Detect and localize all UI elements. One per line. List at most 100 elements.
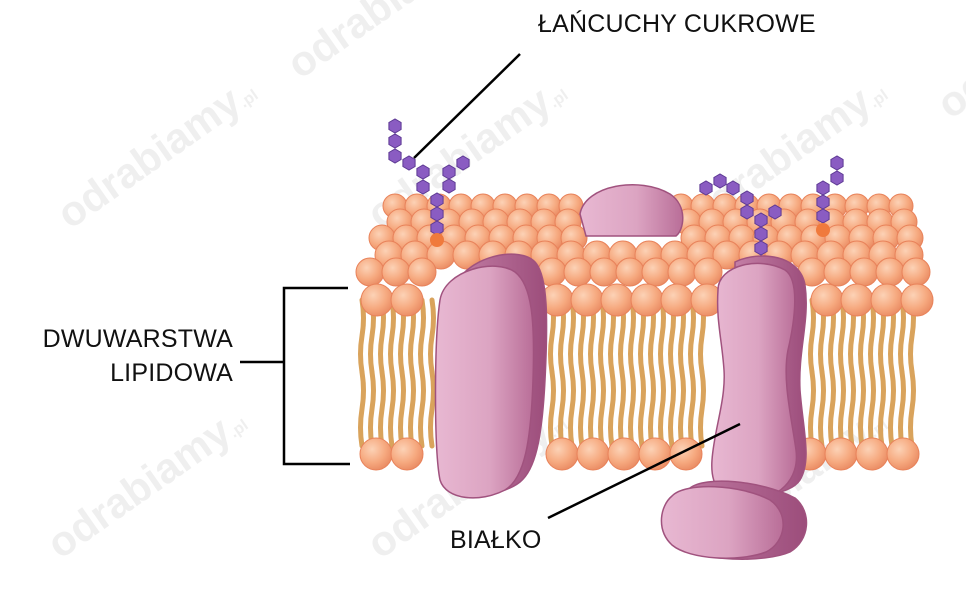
watermark-text: odrabiamy.pl <box>48 66 264 237</box>
sugar-unit <box>816 194 830 210</box>
sugar-unit <box>442 178 456 194</box>
lipid-tail <box>418 369 426 449</box>
sugar-unit <box>754 212 768 228</box>
lipid-tail <box>408 369 416 449</box>
sugar-unit <box>830 155 844 171</box>
lipid-head <box>667 257 697 287</box>
sugar-unit <box>442 164 456 180</box>
lipid-head <box>359 437 393 471</box>
peripheral-protein <box>579 183 684 237</box>
lipid-tail <box>588 369 596 449</box>
lipid-tail <box>678 369 686 449</box>
lipid-tail <box>428 369 436 449</box>
lipid-head <box>823 257 853 287</box>
protein-leader-line <box>547 422 741 520</box>
sugar-unit <box>416 164 430 180</box>
sugar-chains-label: ŁAŃCUCHY CUKROWE <box>538 10 816 38</box>
lipid-tail <box>418 297 426 375</box>
lipid-head <box>840 283 874 317</box>
sugar-chains <box>388 118 844 256</box>
lipid-tail <box>598 297 606 375</box>
lipid-tail <box>838 369 846 449</box>
lipid-head <box>849 257 879 287</box>
sugar-unit <box>816 180 830 196</box>
lipid-tail <box>548 369 556 449</box>
lipid-tail <box>898 369 906 449</box>
lipid-tail <box>368 369 376 449</box>
lipid-head <box>870 283 904 317</box>
lipid-head <box>390 437 424 471</box>
sugar-unit <box>830 170 844 186</box>
lipid-head <box>615 257 645 287</box>
lipid-heads-bottom <box>359 437 920 471</box>
sugar-unit <box>713 173 727 189</box>
lipid-head <box>900 283 934 317</box>
watermark-suffix: .pl <box>227 417 252 442</box>
lipid-head <box>669 437 703 471</box>
lipid-tail <box>658 369 666 449</box>
watermark-text: odrabiamy.pl <box>38 396 254 567</box>
bilayer-bracket <box>282 286 350 466</box>
lipid-tail <box>358 369 366 449</box>
sugar-unit <box>699 180 713 196</box>
lipid-tail <box>878 369 886 449</box>
lipid-tail <box>568 369 576 449</box>
sugar-unit <box>768 204 782 220</box>
lipid-tail <box>698 369 706 449</box>
watermark-text: odrabiamy.pl <box>278 0 494 87</box>
watermark-text: odrabiamy.pl <box>928 0 966 127</box>
lipid-head <box>407 257 437 287</box>
lipid-tail <box>868 369 876 449</box>
watermark-suffix: .pl <box>867 87 892 112</box>
lipid-head <box>630 283 664 317</box>
lipid-head <box>360 283 394 317</box>
sugar-unit <box>388 133 402 149</box>
lipid-tail <box>688 297 696 375</box>
lipid-tail <box>688 369 696 449</box>
lipid-bilayer-label-line2: LIPIDOWA <box>110 359 233 387</box>
lipid-tail <box>428 297 436 375</box>
lipid-tail <box>568 297 576 375</box>
lipid-tail <box>378 369 386 449</box>
lipid-tail <box>808 297 816 375</box>
sugar-unit <box>754 240 768 256</box>
glycolipid-anchor <box>816 223 830 237</box>
lipid-head <box>607 437 641 471</box>
sugar-leader-line <box>413 53 521 159</box>
lipid-tail <box>618 369 626 449</box>
lipid-tail <box>388 297 396 375</box>
watermark-suffix: .pl <box>547 87 572 112</box>
sugar-unit <box>388 118 402 134</box>
sugar-unit <box>388 148 402 164</box>
lipid-tail <box>838 297 846 375</box>
lipid-tail <box>358 297 366 375</box>
lipid-tail <box>578 369 586 449</box>
lipid-head <box>886 437 920 471</box>
lipid-tail <box>398 369 406 449</box>
lipid-bilayer-label-line1: DWUWARSTWA <box>42 325 233 353</box>
watermark-suffix: .pl <box>237 87 262 112</box>
lipid-tail <box>628 297 636 375</box>
lipid-head <box>875 257 905 287</box>
lipid-head <box>600 283 634 317</box>
leader-lines <box>240 53 741 520</box>
lipid-head <box>355 257 385 287</box>
lipid-head <box>693 257 723 287</box>
lipid-tail <box>848 369 856 449</box>
lipid-head <box>641 257 671 287</box>
lipid-tail <box>808 369 816 449</box>
transmembrane-protein-right <box>660 255 808 560</box>
sugar-unit <box>430 220 444 236</box>
sugar-unit <box>402 155 416 171</box>
lipid-tail <box>638 369 646 449</box>
sugar-unit <box>740 190 754 206</box>
lipid-tail <box>898 297 906 375</box>
sugar-unit <box>430 192 444 208</box>
lipid-tail <box>868 297 876 375</box>
lipid-tail <box>608 369 616 449</box>
sugar-unit <box>816 208 830 224</box>
lipid-head <box>545 437 579 471</box>
protein-label: BIAŁKO <box>450 526 542 554</box>
lipid-head <box>810 283 844 317</box>
